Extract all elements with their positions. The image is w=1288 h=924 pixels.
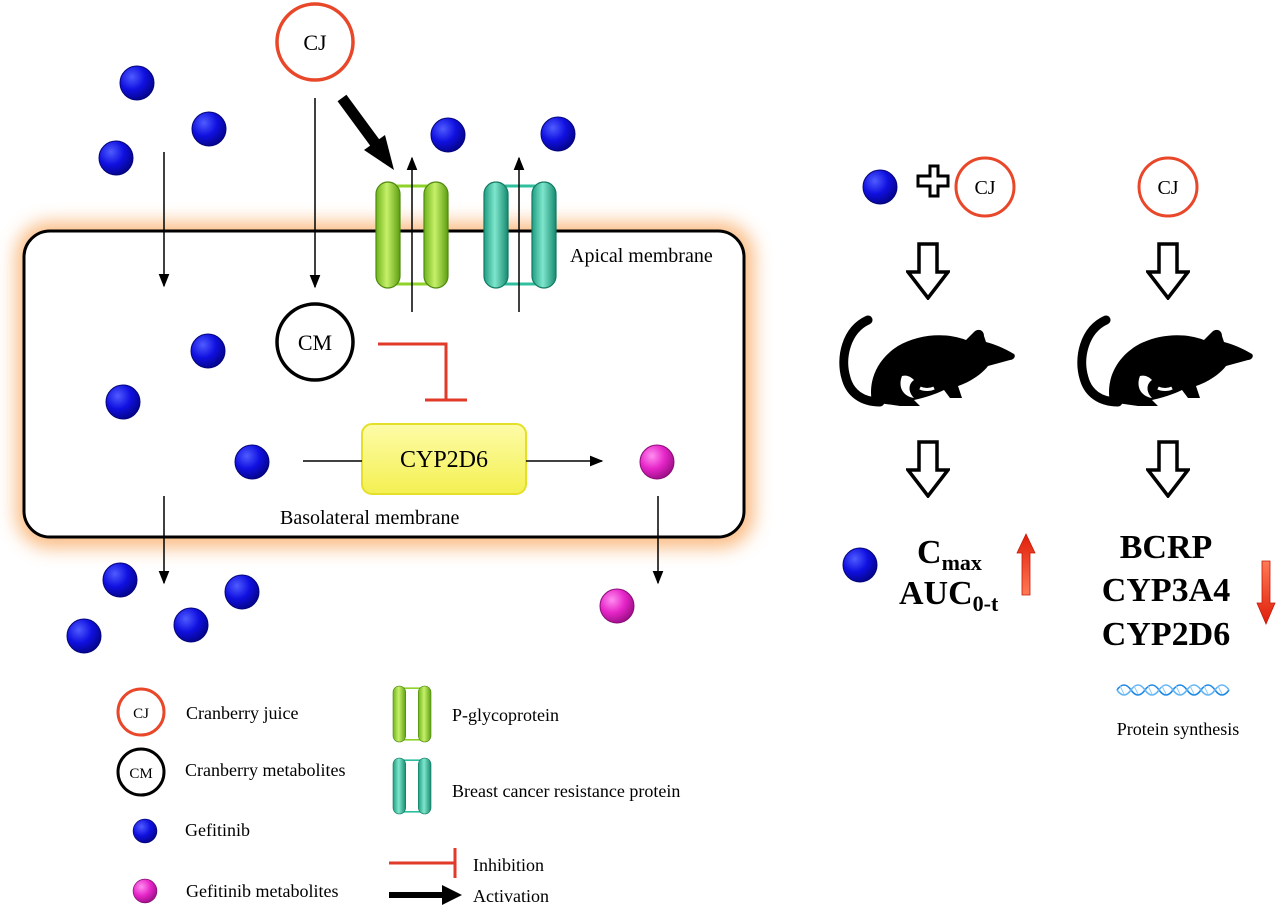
legend-bcrp: Breast cancer resistance protein [452,781,680,801]
legend-inhibition: Inhibition [473,855,544,875]
cj-node [1137,156,1199,218]
gefitinib-metabolite-molecule [639,444,675,480]
gefitinib-molecule [842,547,878,583]
gefitinib-molecule [98,140,134,176]
gefitinib-molecules-bottom [66,562,260,654]
legend-activation: Activation [473,886,549,906]
protein-synthesis-label: Protein synthesis [1117,719,1240,739]
gefitinib-molecule [102,562,138,598]
legend-gefitinib-icon [132,818,158,844]
cj-label: CJ [974,177,995,199]
legend-gefitinib: Gefitinib [185,820,250,840]
legend-cj-icon [116,687,166,737]
activation-arrow-to-pgp [337,94,394,170]
legend-cranberry-juice: Cranberry juice [186,703,298,723]
cyp2d6-result-label: CYP2D6 [1102,616,1230,653]
gefitinib-molecule [191,111,227,147]
gefitinib-molecule [190,333,226,369]
gefitinib-molecule [66,618,102,654]
bcrp-result-label: BCRP [1120,529,1213,566]
auc-label: AUC0-t [899,575,999,616]
cj-only-column: CJ BCRP CYP3A4 CYP2D6 Protein synthesis [1082,156,1276,739]
cyp2d6-label: CYP2D6 [400,447,488,473]
cj-label: CJ [1157,177,1178,199]
gefitinib-molecule [105,384,141,420]
hollow-down-arrow [906,440,950,498]
inhibition-cm-cyp2d6 [378,342,467,402]
cm-label: CM [298,330,332,355]
apical-membrane-label: Apical membrane [570,245,713,267]
decrease-arrow [1256,560,1276,626]
gefitinib-molecule [173,607,209,643]
legend-bcrp-icon [392,757,432,815]
gefitinib-molecule [430,117,466,153]
rat-icon [844,320,1015,406]
legend-gefitinib-metabolites: Gefitinib metabolites [186,881,338,901]
cyp2d6-enzyme-box: CYP2D6 [361,423,527,495]
legend-metabolite-icon [132,878,158,904]
legend-cranberry-metabolites: Cranberry metabolites [185,760,345,780]
legend-cm-icon [116,747,166,797]
legend: CJ Cranberry juice CM Cranberry metaboli… [116,685,680,906]
cranberry-juice-node: CJ [275,2,355,82]
increase-arrow [1016,533,1036,596]
dna-helix-icon [1116,684,1230,696]
cranberry-metabolites-node: CM [275,302,355,382]
gefitinib-molecule [224,574,260,610]
hollow-down-arrow [906,242,950,300]
cj-label: CJ [303,30,327,55]
legend-pgp-icon [392,685,432,743]
legend-cj-symbol: CJ [133,706,149,722]
cyp3a4-result-label: CYP3A4 [1102,572,1230,609]
gefitinib-molecules-top [98,65,576,176]
legend-p-glycoprotein: P-glycoprotein [452,705,559,725]
gefitinib-molecule [119,65,155,101]
legend-activation-head [442,885,462,905]
gefitinib-molecule [540,116,576,152]
basolateral-membrane-label: Basolateral membrane [280,507,459,529]
cj-node [954,156,1016,218]
cmax-label: Cmax [917,534,982,575]
plus-icon [916,164,950,198]
coadministration-column: CJ Cmax AUC0-t [842,156,1036,616]
gefitinib-metabolite-molecule [599,588,635,624]
gefitinib-molecule [234,444,270,480]
rat-icon [1082,320,1253,406]
hollow-down-arrow [1146,242,1190,300]
legend-cm-symbol: CM [129,766,152,782]
hollow-down-arrow [1146,440,1190,498]
gefitinib-molecule [862,169,898,205]
